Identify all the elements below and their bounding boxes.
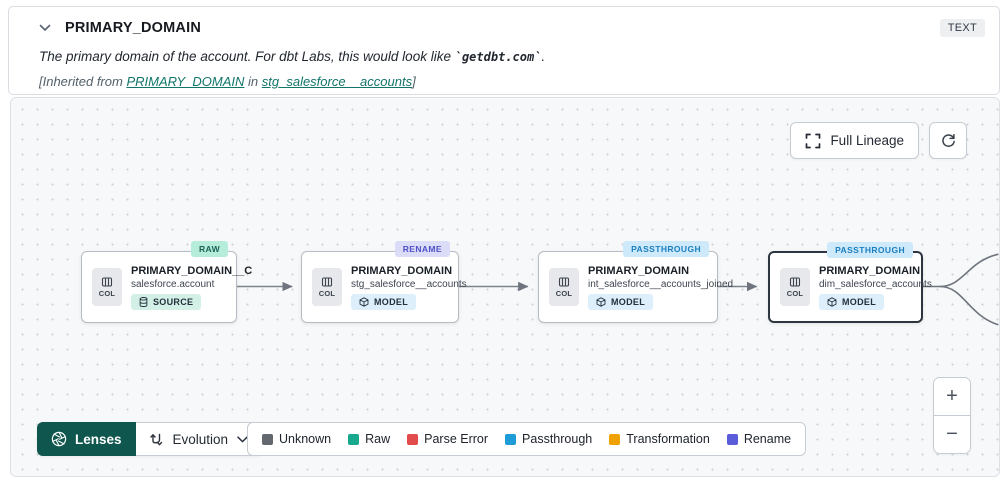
resource-type-badge: MODEL — [819, 293, 884, 310]
status-badge: RAW — [190, 241, 228, 257]
status-badge: PASSTHROUGH — [623, 241, 709, 257]
node-title: PRIMARY_DOMAIN — [351, 264, 453, 277]
legend-item: Unknown — [262, 432, 331, 446]
lenses-button[interactable]: Lenses — [37, 422, 136, 456]
zoom-in-button[interactable]: + — [934, 378, 970, 415]
collapse-chevron-icon[interactable] — [39, 24, 51, 32]
column-chip-icon: COL — [549, 268, 579, 306]
zoom-out-button[interactable]: − — [934, 416, 970, 453]
node-subtitle: dim_salesforce_accounts — [819, 278, 932, 290]
column-chip-icon: COL — [780, 268, 810, 306]
node-title: PRIMARY_DOMAIN — [588, 264, 690, 277]
column-chip-icon: COL — [92, 268, 122, 306]
column-chip-icon: COL — [312, 268, 342, 306]
inherited-column-link[interactable]: PRIMARY_DOMAIN — [126, 74, 245, 89]
zoom-controls: + − — [933, 377, 971, 454]
lens-selected-value: Evolution — [172, 431, 229, 447]
legend-item: Passthrough — [505, 432, 592, 446]
legend-swatch — [726, 433, 738, 445]
refresh-icon — [941, 133, 955, 147]
legend-item: Rename — [726, 432, 791, 446]
model-cube-icon — [596, 296, 606, 307]
lineage-canvas[interactable]: Full Lineage RAW COL PRIMARY_DOMAIN__C s… — [10, 97, 1000, 477]
model-cube-icon — [827, 296, 837, 307]
full-lineage-button[interactable]: Full Lineage — [790, 122, 919, 159]
lens-dropdown[interactable]: Evolution — [135, 422, 263, 456]
legend-swatch — [505, 433, 517, 445]
legend-swatch — [609, 433, 621, 445]
aperture-icon — [51, 431, 67, 447]
resource-type-badge: MODEL — [351, 293, 416, 310]
column-description: The primary domain of the account. For d… — [39, 49, 546, 64]
lineage-node-dim[interactable]: PASSTHROUGH COL PRIMARY_DOMAIN dim_sales… — [768, 242, 932, 323]
full-lineage-label: Full Lineage — [830, 133, 904, 148]
node-subtitle: salesforce.account — [131, 278, 215, 290]
refresh-button[interactable] — [929, 122, 967, 159]
legend-item: Raw — [348, 432, 390, 446]
legend-item: Parse Error — [407, 432, 488, 446]
evolution-icon — [149, 433, 162, 445]
legend-item: Transformation — [609, 432, 710, 446]
node-title: PRIMARY_DOMAIN — [819, 264, 921, 277]
inherited-from-note: [Inherited from PRIMARY_DOMAIN in stg_sa… — [39, 74, 416, 89]
node-subtitle: stg_salesforce__accounts — [351, 278, 467, 290]
resource-type-badge: MODEL — [588, 293, 653, 310]
legend-swatch — [262, 433, 273, 445]
lineage-node-source[interactable]: RAW COL PRIMARY_DOMAIN__C salesforce.acc… — [81, 241, 253, 323]
resource-type-badge: SOURCE — [131, 293, 202, 310]
column-description-panel: PRIMARY_DOMAIN TEXT The primary domain o… — [8, 6, 1000, 95]
node-title: PRIMARY_DOMAIN__C — [131, 264, 253, 277]
column-title: PRIMARY_DOMAIN — [65, 20, 201, 36]
inline-code: `getdbt.com` — [454, 50, 542, 64]
legend-swatch — [407, 433, 419, 445]
lineage-node-stg[interactable]: RENAME COL PRIMARY_DOMAIN stg_salesforce… — [301, 241, 467, 323]
status-badge: PASSTHROUGH — [827, 242, 913, 258]
status-badge: RENAME — [394, 241, 450, 257]
lineage-node-int[interactable]: PASSTHROUGH COL PRIMARY_DOMAIN int_sales… — [538, 241, 734, 323]
inherited-model-link[interactable]: stg_salesforce__accounts — [261, 74, 413, 89]
chevron-down-icon — [237, 435, 248, 442]
node-subtitle: int_salesforce__accounts_joined — [588, 278, 734, 290]
database-icon — [139, 296, 148, 307]
model-cube-icon — [359, 296, 369, 307]
lineage-legend: Unknown Raw Parse Error Passthrough Tran… — [247, 422, 807, 456]
column-type-badge: TEXT — [939, 19, 985, 37]
divider — [934, 415, 970, 416]
lenses-control-group: Lenses Evolution — [37, 422, 263, 456]
legend-swatch — [348, 433, 360, 445]
fullscreen-icon — [806, 133, 821, 148]
lenses-label: Lenses — [75, 431, 122, 447]
